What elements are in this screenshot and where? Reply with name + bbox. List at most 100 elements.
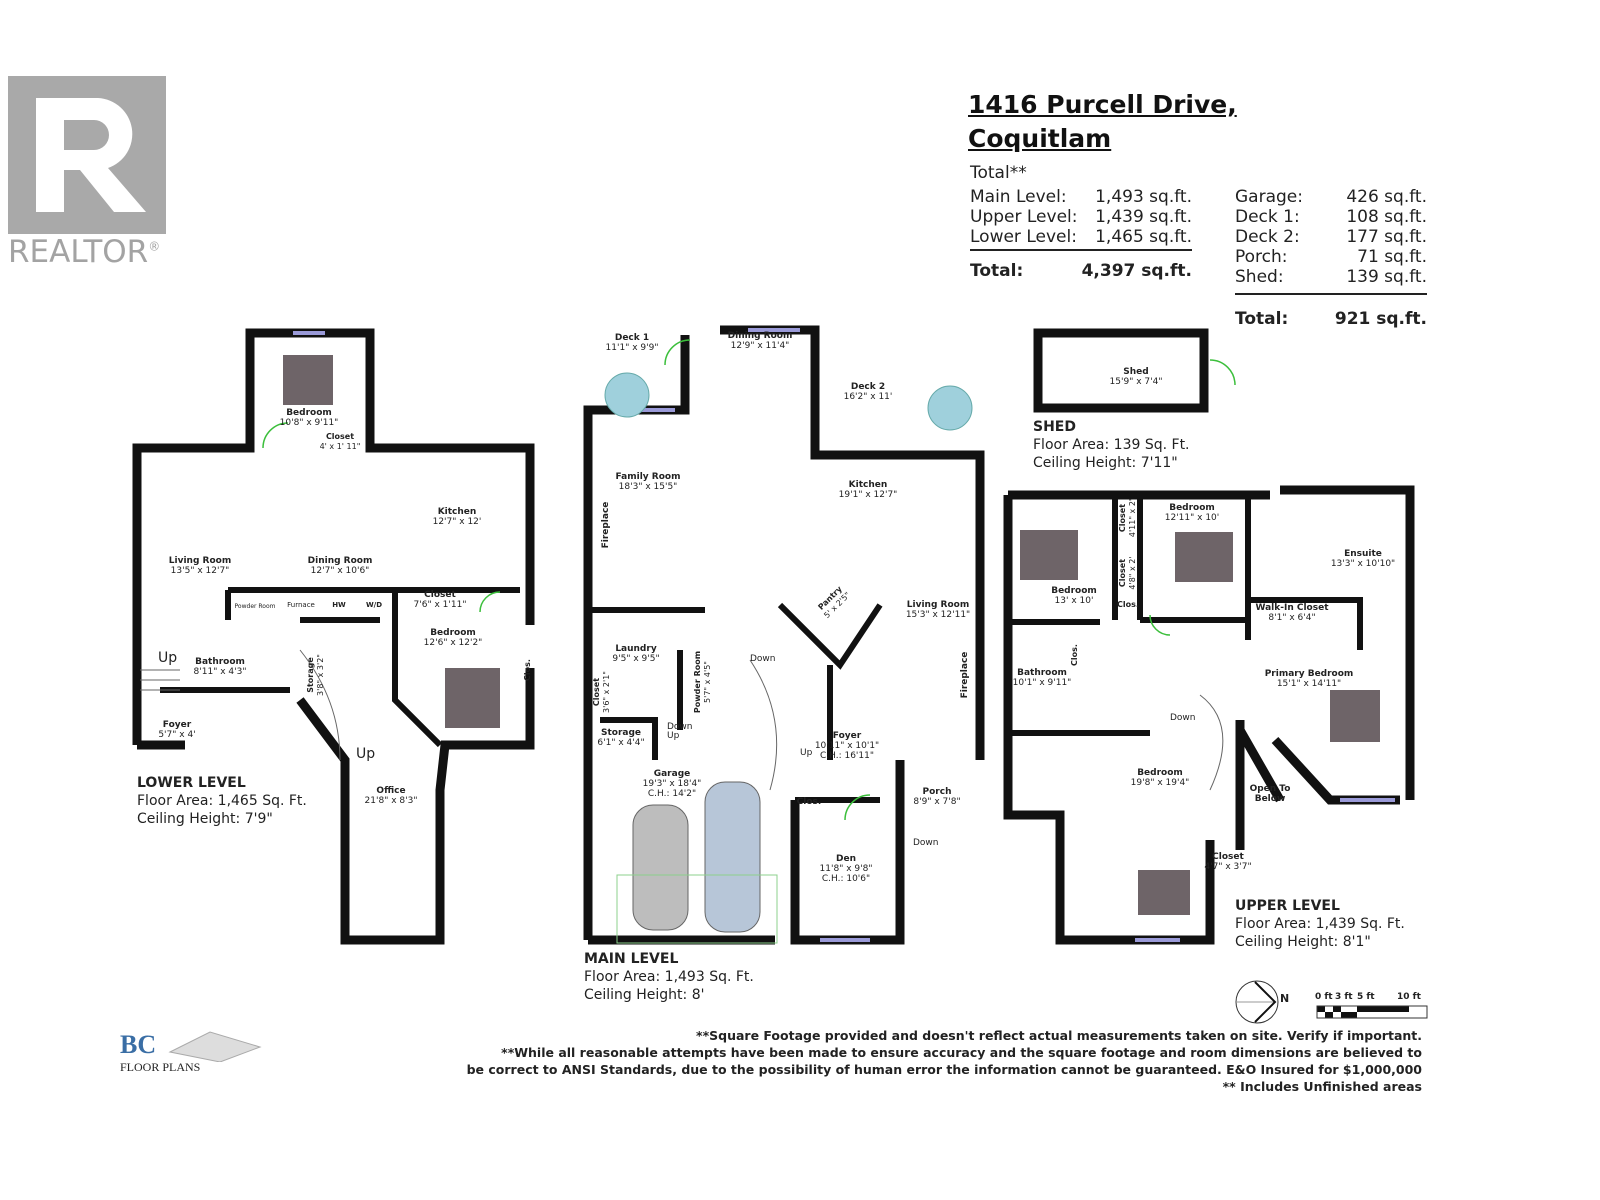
- level-total-row: Main Level: 1,493 sq.ft.: [970, 187, 1192, 207]
- room-label: Clos.: [523, 659, 533, 681]
- stairs-up-label: Up: [158, 650, 178, 666]
- room-label: Open To Below: [1245, 784, 1295, 804]
- disclaimer: **Square Footage provided and doesn't re…: [467, 1027, 1422, 1095]
- room-name: Bedroom: [1137, 768, 1183, 778]
- room-dimensions: 4'7" x 3'7": [1204, 862, 1252, 872]
- room-dimensions: 19'3" x 18'4": [642, 779, 702, 789]
- car-icon: [632, 804, 689, 931]
- room-name: Living Room: [168, 556, 232, 566]
- room-dimensions: 12'9" x 11'4": [730, 341, 790, 351]
- room-dimensions: 8'11" x 4'3": [193, 667, 247, 677]
- extra-totals: Garage: 426 sq.ft. Deck 1: 108 sq.ft. Deck…: [1235, 187, 1427, 329]
- room-dimensions: 15'9" x 7'4": [1109, 377, 1163, 387]
- room-name: Closet: [1212, 852, 1244, 862]
- room-dimensions: 4'11" x 2': [1128, 498, 1137, 538]
- room-dimensions: 13'3" x 10'10": [1330, 559, 1396, 569]
- room-label: Clos.: [1070, 644, 1080, 666]
- extra-value: 426 sq.ft.: [1346, 187, 1427, 207]
- bed-icon: [1138, 870, 1190, 915]
- level-value: 1,493 sq.ft.: [1095, 187, 1192, 207]
- compass-scale: N 0 ft 3 ft 5 ft 10 ft: [1235, 980, 1435, 1032]
- room-dimensions: 19'1" x 12'7": [838, 490, 898, 500]
- shed-walls: [1033, 328, 1209, 413]
- stairs-down-label: Down: [913, 838, 939, 848]
- disclaimer-line: **Square Footage provided and doesn't re…: [696, 1028, 1422, 1043]
- room-name: Kitchen: [437, 507, 477, 517]
- extra-label: Deck 2:: [1235, 227, 1300, 247]
- room-dimensions: 3'6" x 2'1": [602, 671, 611, 713]
- north-arrow-icon: [1235, 980, 1428, 1024]
- room-dimensions: 4' x 1' 11": [319, 442, 361, 451]
- room-dimensions: 19'8" x 19'4": [1130, 778, 1190, 788]
- stairs: [1199, 694, 1224, 791]
- room-dimensions: 21'8" x 8'3": [364, 796, 418, 806]
- stairs-up-label: Up: [800, 748, 813, 758]
- room-label: Fireplace: [601, 502, 611, 549]
- address-line-2: Coquitlam: [968, 124, 1112, 153]
- address-line-1: 1416 Purcell Drive,: [968, 90, 1237, 119]
- extra-value: 108 sq.ft.: [1346, 207, 1427, 227]
- bc-wordmark: BC: [120, 1030, 157, 1059]
- grand-total-row: Total:4,397 sq.ft.: [970, 261, 1192, 281]
- room-name: Closet: [1118, 558, 1127, 588]
- room-dimensions: Furnace: [287, 601, 315, 609]
- room-name: Storage: [600, 728, 642, 738]
- disclaimer-line: be correct to ANSI Standards, due to the…: [466, 1062, 1422, 1077]
- room-name: Bathroom: [195, 657, 245, 667]
- room-name: Porch: [922, 787, 952, 797]
- patio-umbrella-icon: [604, 372, 650, 418]
- room-label: HW: [332, 600, 346, 610]
- room-name: Deck 2: [850, 382, 886, 392]
- extra-value: 177 sq.ft.: [1346, 227, 1427, 247]
- level-value: 1,439 sq.ft.: [1095, 207, 1192, 227]
- room-name: Dining Room: [727, 331, 793, 341]
- room-label: Clos.: [1117, 600, 1139, 610]
- room-name: Living Room: [906, 600, 970, 610]
- room-name: Fireplace: [601, 501, 611, 549]
- room-dimensions: 16'2" x 11': [843, 392, 893, 402]
- extra-label: Deck 1:: [1235, 207, 1300, 227]
- level-total-row: Lower Level:1,465 sq.ft.: [970, 227, 1192, 251]
- room-name: Open To Below: [1249, 784, 1291, 804]
- total-value: 921 sq.ft.: [1334, 309, 1427, 329]
- level-label: Upper Level:: [970, 207, 1078, 227]
- bc-floor-plans-logo: BC FLOOR PLANS: [120, 1030, 262, 1075]
- room-name: Family Room: [615, 472, 681, 482]
- stairs-down-label: Down: [1170, 713, 1196, 723]
- extra-label: Garage:: [1235, 187, 1303, 207]
- room-dimensions: C.H.: 16'11": [819, 751, 875, 761]
- room-name: HW: [332, 601, 346, 609]
- room-dimensions: 18'3" x 15'5": [618, 482, 678, 492]
- level-label: Main Level:: [970, 187, 1067, 207]
- stairs: [140, 669, 180, 691]
- room-dimensions: 12'11" x 10': [1164, 513, 1220, 523]
- scale-tick: 10 ft: [1397, 992, 1421, 1002]
- room-dimensions: C.H.: 10'6": [821, 874, 871, 884]
- room-dimensions: 12'7" x 10'6": [310, 566, 370, 576]
- bed-icon: [1020, 530, 1078, 580]
- stairs-down-up-label: Down Up: [667, 722, 693, 741]
- room-name: Bedroom: [1051, 586, 1097, 596]
- car-icon: [704, 781, 761, 933]
- garage-cars: [616, 781, 778, 944]
